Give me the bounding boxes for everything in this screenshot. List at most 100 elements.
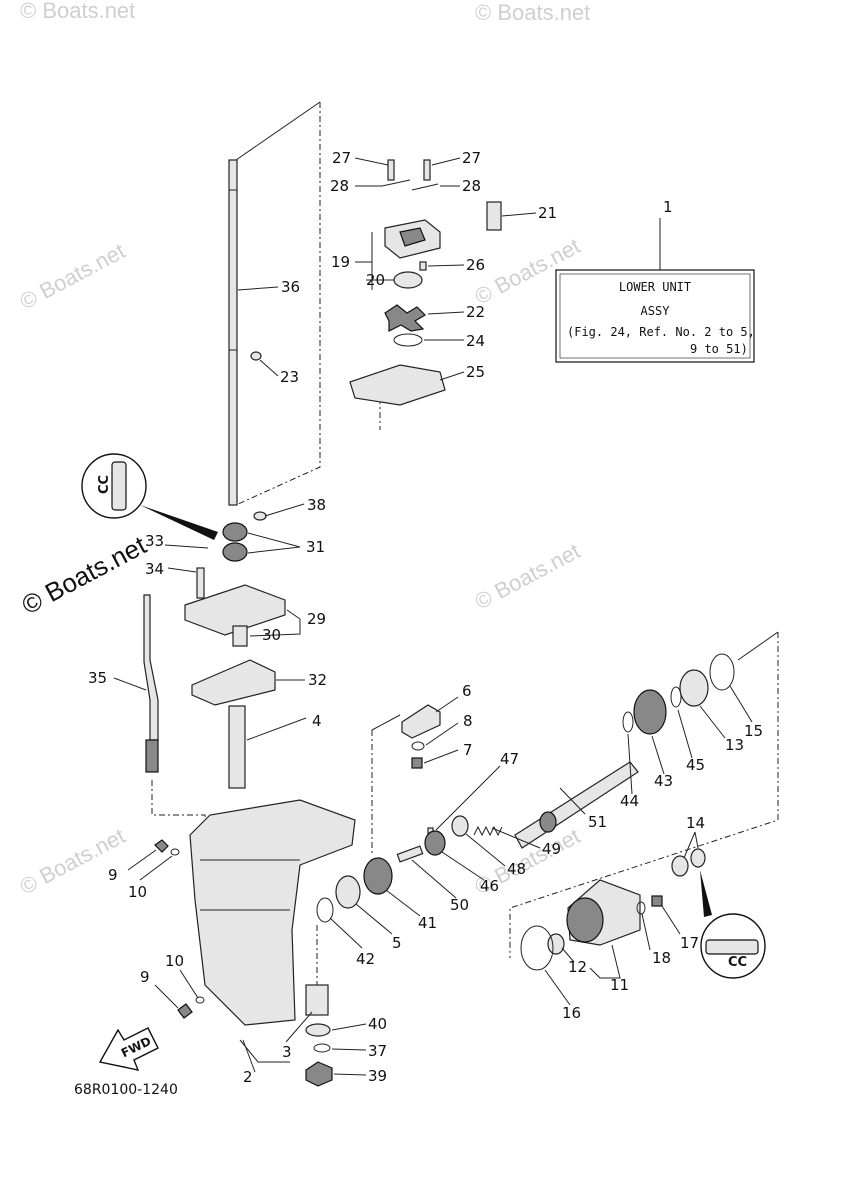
callout-9-lower: 9 <box>140 968 150 986</box>
water-inlet-tube <box>228 705 246 789</box>
watermark-top-left: © Boats.net <box>20 0 135 23</box>
spacer <box>305 1023 331 1037</box>
callout-27-left: 27 <box>332 149 351 167</box>
oil-seal-housing <box>184 584 286 636</box>
oil-seal-rear <box>671 855 689 877</box>
screw-cap <box>411 757 423 769</box>
housing-flange <box>566 897 604 943</box>
shift-rod <box>143 594 159 741</box>
callout-34: 34 <box>145 560 164 578</box>
callout-37: 37 <box>368 1042 387 1060</box>
callout-12: 12 <box>568 958 587 976</box>
callout-35: 35 <box>88 669 107 687</box>
callout-25: 25 <box>466 363 485 381</box>
cotter-pin <box>313 1043 331 1053</box>
callout-39: 39 <box>368 1067 387 1085</box>
reverse-gear <box>633 689 667 735</box>
washer-casing-lower <box>195 996 205 1004</box>
box-ref-line2: 9 to 51) <box>690 342 748 356</box>
callout-21: 21 <box>538 204 557 222</box>
o-ring-housing <box>520 925 554 971</box>
washer <box>253 511 267 521</box>
callout-48: 48 <box>507 860 526 878</box>
callout-13: 13 <box>725 736 744 754</box>
oil-seal-upper <box>222 522 248 542</box>
drive-shaft <box>228 159 238 506</box>
callout-9-upper: 9 <box>108 866 118 884</box>
callout-15: 15 <box>744 722 763 740</box>
shift-plunger <box>396 845 424 863</box>
trim-tab-cap <box>401 704 441 739</box>
callout-27-right: 27 <box>462 149 481 167</box>
washer-cap <box>411 741 425 751</box>
callout-10-upper: 10 <box>128 883 147 901</box>
propeller-shaft-frame <box>509 632 779 958</box>
housing-washer <box>636 901 646 915</box>
callout-44: 44 <box>620 792 639 810</box>
forward-gear-bearing <box>335 875 361 909</box>
water-tube <box>486 201 502 231</box>
callout-14: 14 <box>686 814 705 832</box>
callout-43: 43 <box>654 772 673 790</box>
callout-24: 24 <box>466 332 485 350</box>
propeller-nut <box>305 1061 333 1087</box>
gasket <box>191 659 276 706</box>
callout-33: 33 <box>145 532 164 550</box>
callout-23: 23 <box>280 368 299 386</box>
callout-36: 36 <box>281 278 300 296</box>
callout-labels: 1 2 3 4 5 6 7 8 9 9 10 10 11 12 13 14 15… <box>88 149 763 1086</box>
water-pump-insert <box>399 227 426 247</box>
callout-1: 1 <box>663 198 673 216</box>
watermark-left-mid: © Boats.net <box>16 238 130 314</box>
housing-bolt <box>651 895 663 907</box>
woodruff-key <box>419 261 427 271</box>
callout-17: 17 <box>680 934 699 952</box>
callout-16: 16 <box>562 1004 581 1022</box>
collar <box>232 625 248 647</box>
washer-casing-upper <box>170 848 180 856</box>
callout-50: 50 <box>450 896 469 914</box>
outer-plate-cartridge <box>349 364 446 406</box>
oil-seal-lower <box>222 542 248 562</box>
callout-26: 26 <box>466 256 485 274</box>
spring <box>473 825 503 837</box>
bolt-casing-upper <box>154 839 169 853</box>
callout-28-right: 28 <box>462 177 481 195</box>
propeller-shaft-frame-top <box>737 631 779 661</box>
watermark-prominent: © Boats.net <box>17 529 152 620</box>
box-ref-line1: (Fig. 24, Ref. No. 2 to 5, <box>567 325 755 339</box>
drain-bushing <box>305 984 329 1016</box>
cc-mark-upper: CC <box>97 475 112 494</box>
callout-5: 5 <box>392 934 402 952</box>
gear-housing-frame-top <box>371 714 401 731</box>
cc-mark-lower: CC <box>728 955 747 970</box>
callout-4: 4 <box>312 712 322 730</box>
thrust-washer <box>670 686 682 708</box>
box-subtitle: ASSY <box>641 304 671 318</box>
callout-49: 49 <box>542 840 561 858</box>
bolt-left <box>387 159 395 181</box>
callout-31: 31 <box>306 538 325 556</box>
callout-45: 45 <box>686 756 705 774</box>
dog-clutch <box>424 830 446 856</box>
propeller-shaft-collar <box>539 811 557 833</box>
shim-washer <box>622 711 634 733</box>
pin <box>250 351 262 361</box>
cc-detail-upper: CC <box>81 453 218 540</box>
insert-cartridge <box>393 271 423 289</box>
water-pump-frame-top <box>235 101 321 161</box>
callout-38: 38 <box>307 496 326 514</box>
callout-41: 41 <box>418 914 437 932</box>
callout-30: 30 <box>262 626 281 644</box>
watermark-left-lower: © Boats.net <box>16 823 130 899</box>
lower-casing <box>189 799 356 1026</box>
callout-20: 20 <box>366 271 385 289</box>
forward-arrow: FWD <box>98 1027 159 1071</box>
o-ring <box>393 333 423 347</box>
clutch-ring <box>451 815 469 837</box>
water-pump-assembly-line <box>235 102 321 506</box>
callout-47: 47 <box>500 750 519 768</box>
callout-32: 32 <box>308 671 327 689</box>
callout-22: 22 <box>466 303 485 321</box>
